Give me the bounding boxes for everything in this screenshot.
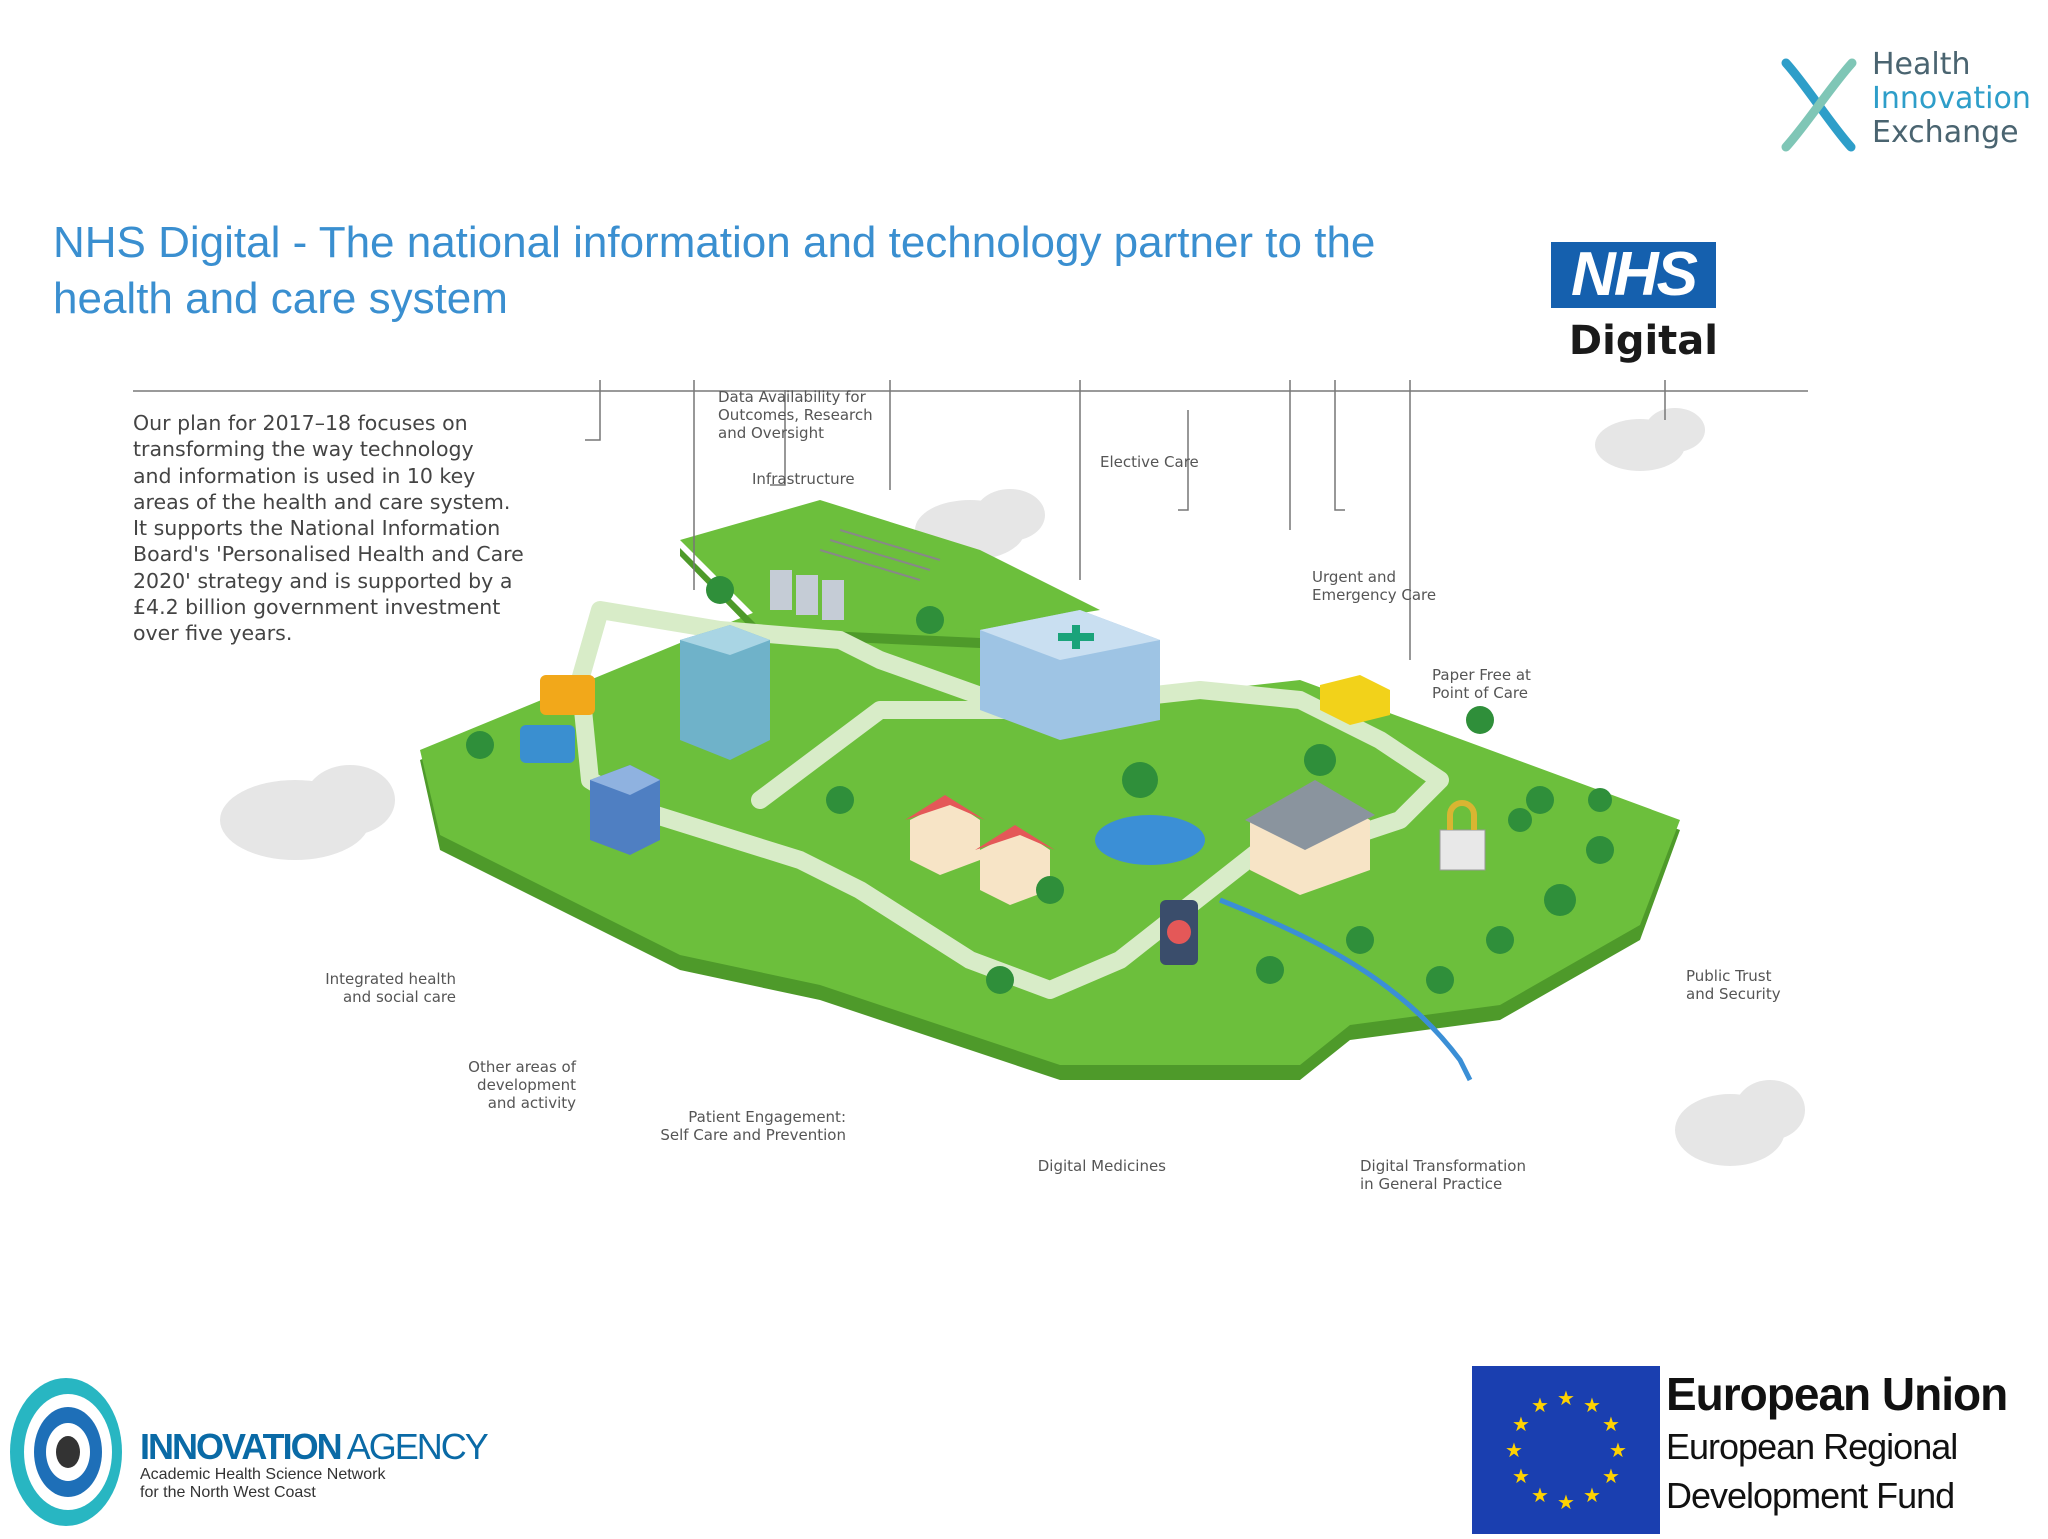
intro-line: 2020' strategy and is supported by a <box>133 568 513 593</box>
label-line: Data Availability for <box>718 388 866 406</box>
label-patient-engagement: Patient Engagement: Self Care and Preven… <box>630 1108 846 1144</box>
label-line: Emergency Care <box>1312 586 1437 604</box>
pond <box>1095 815 1205 865</box>
eu-star-icon: ★ <box>1505 1440 1523 1462</box>
leader-lines <box>585 380 1666 660</box>
intro-line: Board's 'Personalised Health and Care <box>133 542 524 567</box>
river <box>1219 897 1473 1082</box>
slide-title: NHS Digital - The national information a… <box>53 215 1493 327</box>
label-line: Point of Care <box>1432 684 1528 702</box>
label-paper-free: Paper Free at Point of Care <box>1432 666 1531 702</box>
eu-star-icon: ★ <box>1583 1395 1601 1417</box>
infographic-intro: Our plan for 2017–18 focuses on transfor… <box>133 410 573 647</box>
hie-x-logo-icon <box>1781 58 1857 152</box>
label-line: and activity <box>487 1094 576 1112</box>
intro-line: It supports the National Information <box>133 516 501 541</box>
label-line: Infrastructure <box>752 470 855 488</box>
label-data-availability: Data Availability for Outcomes, Research… <box>718 388 873 442</box>
eu-star-icon: ★ <box>1602 1466 1620 1488</box>
eu-star-icon: ★ <box>1583 1485 1601 1507</box>
houses <box>905 780 1375 905</box>
intro-line: over five years. <box>133 621 293 646</box>
label-line: and social care <box>342 988 456 1006</box>
label-elective-care: Elective Care <box>1100 453 1199 471</box>
label-integrated: Integrated health and social care <box>300 970 456 1006</box>
chat-bubbles-icon <box>520 675 595 763</box>
innovation-agency-logo-icon <box>10 1378 122 1526</box>
label-infrastructure: Infrastructure <box>752 470 855 488</box>
server-building <box>590 765 660 855</box>
slide-title-line1: NHS Digital - The national information a… <box>53 218 1376 267</box>
ia-name-bold: INNOVATION <box>140 1426 343 1467</box>
eu-sub-line2: Development Fund <box>1666 1475 1955 1516</box>
hie-line2: Innovation <box>1872 81 2031 116</box>
hospital-building <box>980 610 1160 740</box>
label-line: development <box>477 1076 576 1094</box>
tree <box>466 576 1614 994</box>
office-tower <box>680 625 770 760</box>
label-line: Self Care and Prevention <box>660 1126 846 1144</box>
label-line: Outcomes, Research <box>718 406 873 424</box>
innovation-agency-name: INNOVATION AGENCY <box>140 1426 489 1468</box>
eu-star-icon: ★ <box>1531 1485 1549 1507</box>
innovation-agency-subtitle: Academic Health Science Network for the … <box>140 1466 385 1502</box>
ia-sub-line1: Academic Health Science Network <box>140 1466 386 1483</box>
eu-star-icon: ★ <box>1557 1492 1575 1514</box>
eu-star-icon: ★ <box>1557 1388 1575 1410</box>
eu-star-icon: ★ <box>1609 1440 1627 1462</box>
ia-sub-line2: for the North West Coast <box>140 1484 316 1501</box>
ia-name-light: AGENCY <box>340 1426 489 1467</box>
nhs-badge: NHS <box>1551 242 1716 308</box>
eu-title: European Union <box>1666 1368 2008 1420</box>
label-digital-transformation: Digital Transformation in General Practi… <box>1360 1157 1526 1193</box>
eu-sub-line1: European Regional <box>1666 1426 1958 1467</box>
hie-line1: Health <box>1872 47 1971 82</box>
eu-star-icon: ★ <box>1512 1414 1530 1436</box>
label-line: and Oversight <box>718 424 824 442</box>
eu-stars-icon: ★★★★★★★★★★★★ <box>1505 1388 1627 1514</box>
eu-subtitle: European Regional Development Fund <box>1666 1422 2007 1520</box>
hie-line3: Exchange <box>1872 115 2019 150</box>
intro-line: Our plan for 2017–18 focuses on <box>133 411 468 435</box>
label-line: Urgent and <box>1312 568 1397 586</box>
intro-line: and information is used in 10 key <box>133 463 476 488</box>
label-line: Other areas of <box>468 1058 576 1076</box>
label-urgent-care: Urgent and Emergency Care <box>1312 568 1436 604</box>
infographic-map <box>220 380 1805 1166</box>
label-line: Public Trust <box>1686 967 1772 985</box>
eu-logo-text: European Union European Regional Develop… <box>1666 1366 2008 1520</box>
data-centre <box>770 529 941 620</box>
slide-title-line2: health and care system <box>53 274 508 323</box>
label-line: and Security <box>1686 985 1781 1003</box>
label-public-trust: Public Trust and Security <box>1686 967 1781 1003</box>
phone-icon <box>1160 900 1198 965</box>
label-line: Digital Transformation <box>1360 1157 1526 1175</box>
label-line: Digital Medicines <box>1037 1157 1166 1175</box>
label-line: Paper Free at <box>1432 666 1531 684</box>
intro-line: transforming the way technology <box>133 437 474 462</box>
eu-flag: ★★★★★★★★★★★★ <box>1472 1366 1660 1534</box>
lock-icon <box>1439 800 1486 871</box>
infographic-divider <box>133 390 1808 392</box>
intro-line: areas of the health and care system. <box>133 489 511 514</box>
label-other-areas: Other areas of development and activity <box>430 1058 576 1112</box>
label-line: Patient Engagement: <box>688 1108 846 1126</box>
label-digital-medicines: Digital Medicines <box>1000 1157 1166 1175</box>
eu-star-icon: ★ <box>1602 1414 1620 1436</box>
ambulance <box>1320 675 1390 725</box>
label-line: in General Practice <box>1360 1175 1503 1193</box>
intro-line: £4.2 billion government investment <box>133 595 501 620</box>
eu-star-icon: ★ <box>1512 1466 1530 1488</box>
label-line: Integrated health <box>325 970 456 988</box>
eu-star-icon: ★ <box>1531 1395 1549 1417</box>
hie-logo-text: Health Innovation Exchange <box>1872 48 2031 150</box>
nhs-digital-text: Digital <box>1568 318 1718 364</box>
label-line: Elective Care <box>1100 453 1199 471</box>
